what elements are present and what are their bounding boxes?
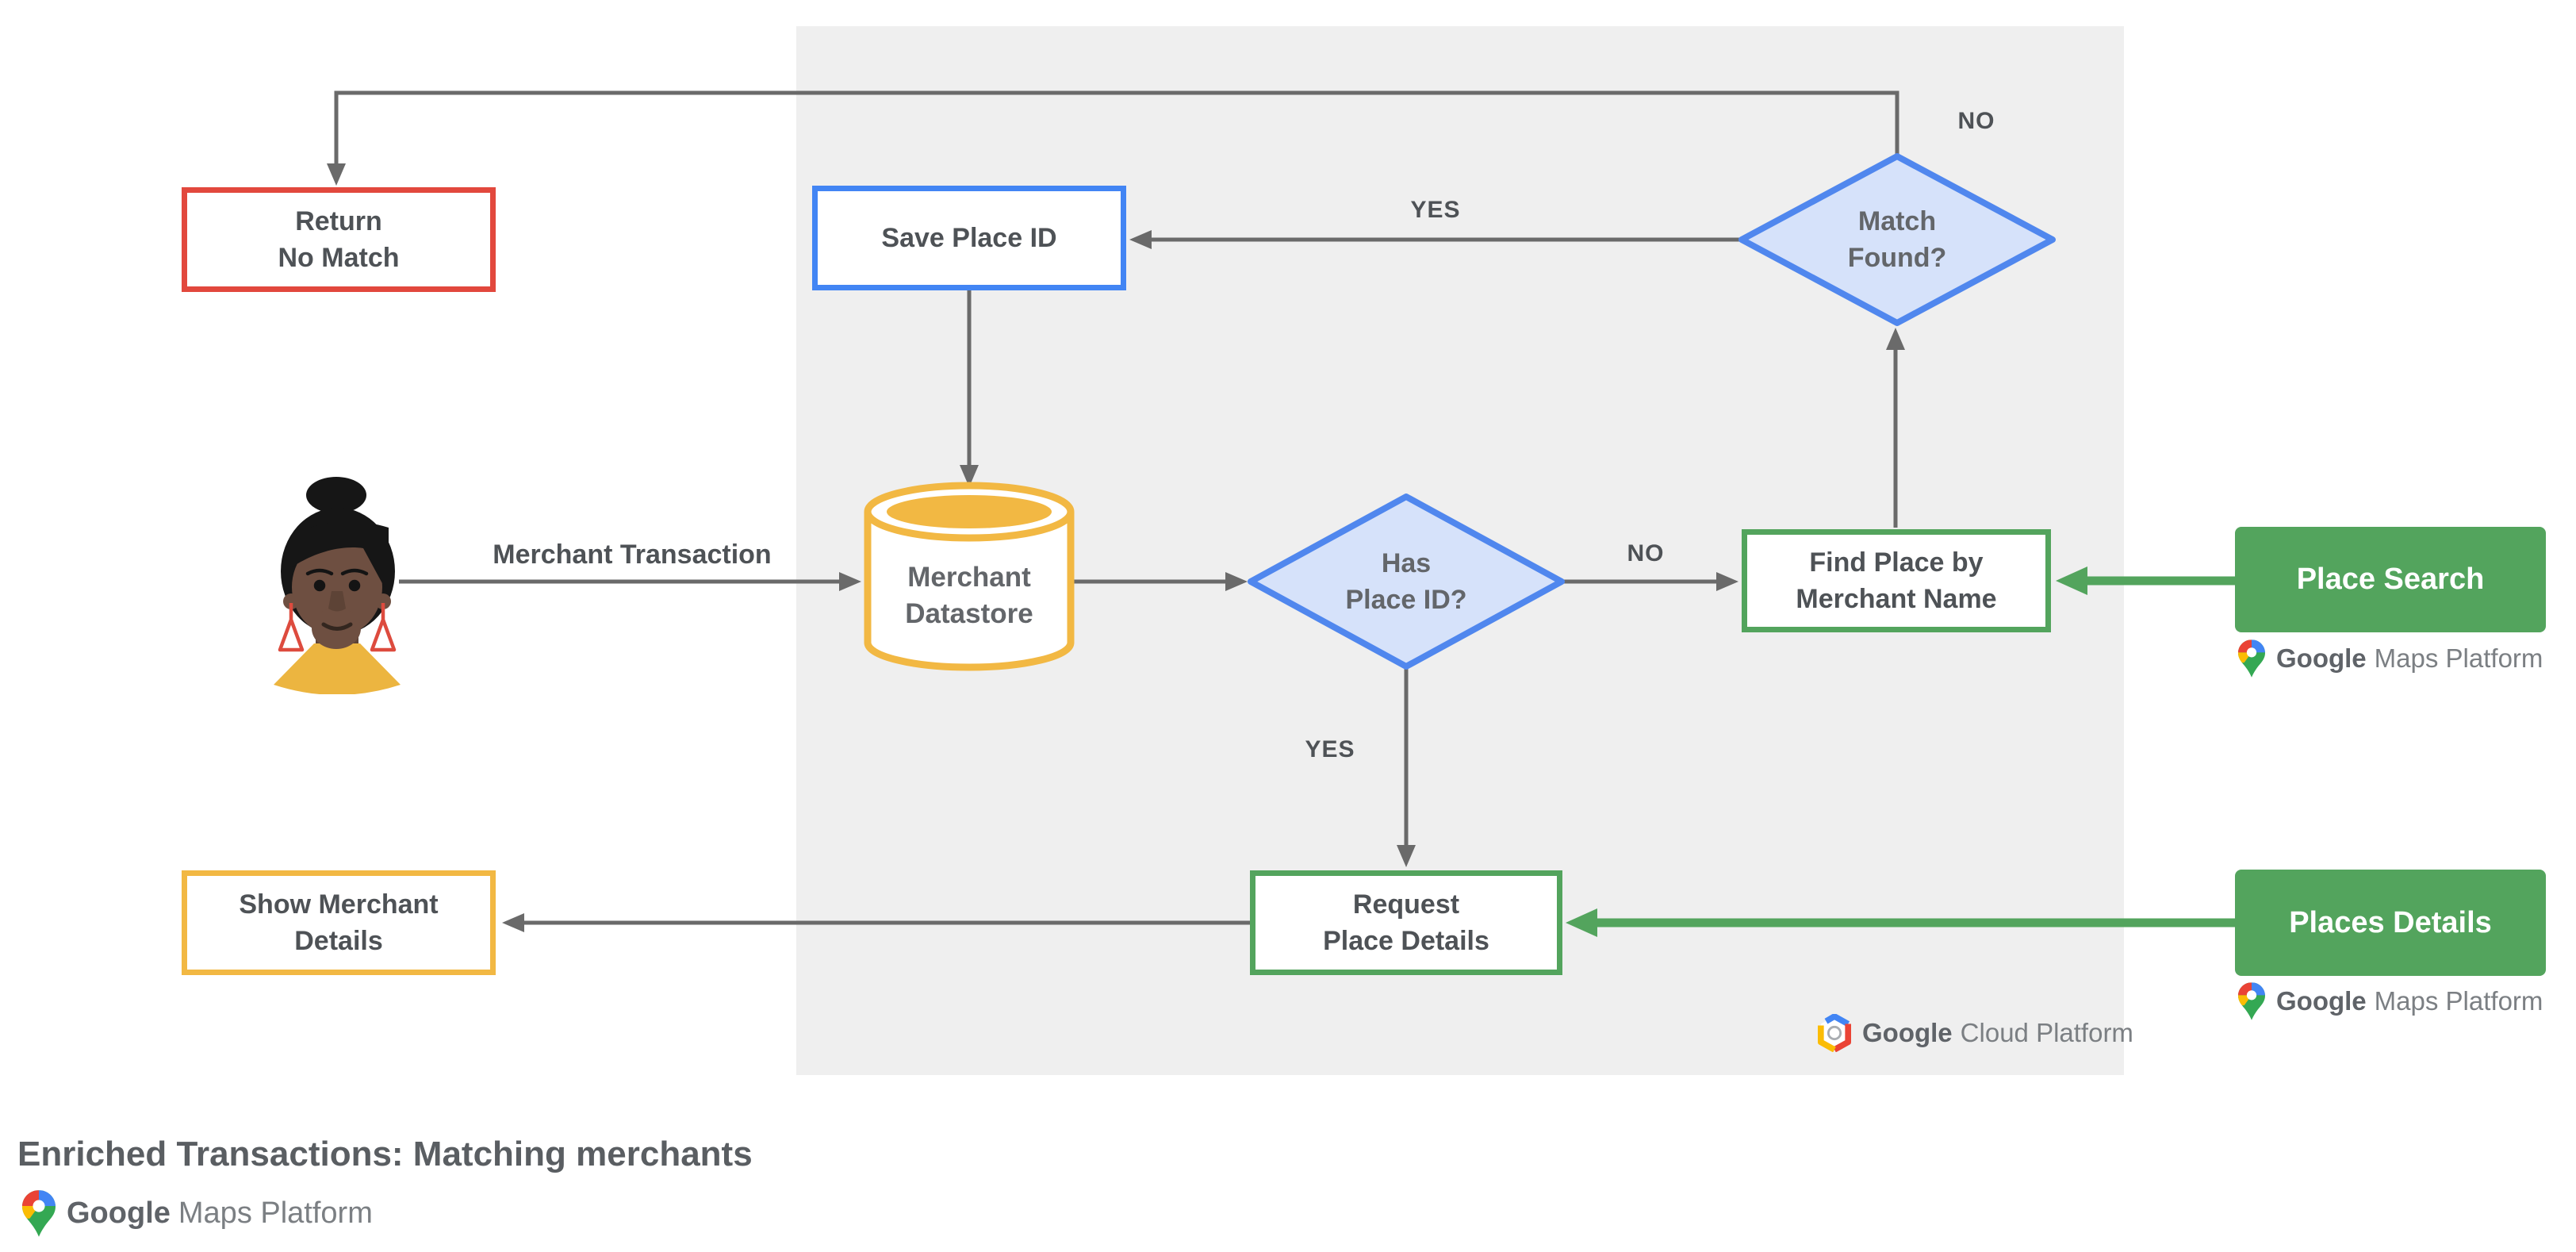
arrow-save-to-datastore [960, 290, 979, 487]
merchant-transaction-label: Merchant Transaction [493, 540, 772, 570]
logo-product-text: Cloud Platform [1960, 1018, 2133, 1047]
node-label: Merchant Name [1796, 584, 1997, 614]
node-label: Found? [1847, 243, 1947, 273]
logo-google-text: Google [67, 1196, 171, 1230]
node-find-place-by-merchant-name: Find Place by Merchant Name [1742, 529, 2051, 632]
arrow-request-to-show [502, 913, 1250, 932]
arrow-user-to-datastore [399, 572, 861, 591]
maps-pin-icon [22, 1190, 56, 1237]
node-label: Return [295, 206, 382, 236]
arrow-placesdetails-to-request [1566, 908, 2235, 937]
arrow-hasplaceid-no-to-findplace [1562, 572, 1738, 591]
avatar-eyebrow-right [340, 568, 369, 576]
node-label: Places Details [2289, 905, 2492, 939]
logo-product-text: Maps Platform [2374, 643, 2543, 673]
logo-google-text: Google [1862, 1018, 1953, 1047]
node-label: Find Place by [1809, 547, 1984, 578]
avatar-eyebrow-left [305, 568, 334, 576]
node-label: Place Search [2296, 563, 2485, 596]
maps-platform-logo-bottom-right: Google Maps Platform [2238, 982, 2543, 1020]
avatar-eye-right [348, 579, 361, 592]
avatar-hair-bun [306, 477, 366, 513]
node-label: Place ID? [1345, 585, 1467, 615]
diagram-title: Enriched Transactions: Matching merchant… [17, 1135, 753, 1173]
maps-pin-icon [2238, 639, 2265, 678]
match-found-diamond [1738, 153, 2056, 326]
arrow-hasplaceid-yes-to-request [1397, 666, 1416, 867]
node-label: Show Merchant [239, 889, 439, 920]
maps-platform-logo-footer: Google Maps Platform [22, 1190, 373, 1237]
has-place-id-diamond [1248, 494, 1565, 670]
arrow-match-no-to-return [327, 90, 1899, 186]
node-label: Place Details [1323, 926, 1489, 956]
node-label: Merchant [907, 562, 1031, 593]
node-label: No Match [278, 243, 400, 273]
edge-label-yes-down: YES [1305, 736, 1355, 762]
node-save-place-id: Save Place ID [812, 186, 1126, 290]
arrow-findplace-to-match [1886, 328, 1905, 528]
logo-product-text: Maps Platform [2374, 986, 2543, 1016]
avatar-earring-right [370, 603, 397, 652]
node-place-search-api: Place Search [2235, 527, 2546, 632]
arrow-datastore-to-hasplaceid [1072, 572, 1248, 591]
edge-label-no-top: NO [1957, 108, 1995, 134]
has-place-id-label: Has Place ID? [1290, 540, 1522, 623]
google-cloud-platform-logo: Google Cloud Platform [1818, 1014, 2133, 1052]
logo-google-text: Google [2276, 643, 2367, 673]
node-label: Has [1381, 548, 1432, 578]
avatar-mouth [321, 622, 353, 631]
node-label: Request [1352, 889, 1460, 920]
avatar-nose [328, 591, 346, 612]
node-return-no-match: Return No Match [182, 187, 496, 292]
node-label: Details [294, 926, 383, 956]
logo-google-text: Google [2276, 986, 2367, 1016]
edge-label-yes-left: YES [1410, 197, 1461, 223]
arrow-match-yes-to-save [1129, 230, 1742, 249]
node-show-merchant-details: Show Merchant Details [182, 870, 496, 975]
avatar-shirt [274, 643, 401, 694]
avatar-fringe [292, 521, 389, 595]
avatar-eye-left [313, 579, 326, 592]
merchant-datastore-cylinder [864, 482, 1075, 671]
avatar-face [292, 538, 382, 636]
node-places-details-api: Places Details [2235, 870, 2546, 976]
avatar-earring-left [278, 603, 305, 652]
maps-pin-icon [2238, 982, 2265, 1020]
arrow-placesearch-to-findplace [2056, 566, 2235, 595]
merchant-datastore-label: Merchant Datastore [866, 559, 1072, 632]
logo-product-text: Maps Platform [178, 1196, 373, 1230]
gcp-hexagon-icon [1818, 1014, 1851, 1052]
edge-label-no-mid: NO [1627, 540, 1665, 566]
match-found-label: Match Found? [1781, 198, 2013, 281]
node-label: Save Place ID [881, 223, 1057, 253]
maps-platform-logo-top: Google Maps Platform [2238, 639, 2543, 678]
node-label: Datastore [905, 598, 1033, 629]
node-label: Match [1857, 206, 1937, 236]
node-request-place-details: Request Place Details [1250, 870, 1562, 975]
person-avatar [274, 477, 401, 694]
